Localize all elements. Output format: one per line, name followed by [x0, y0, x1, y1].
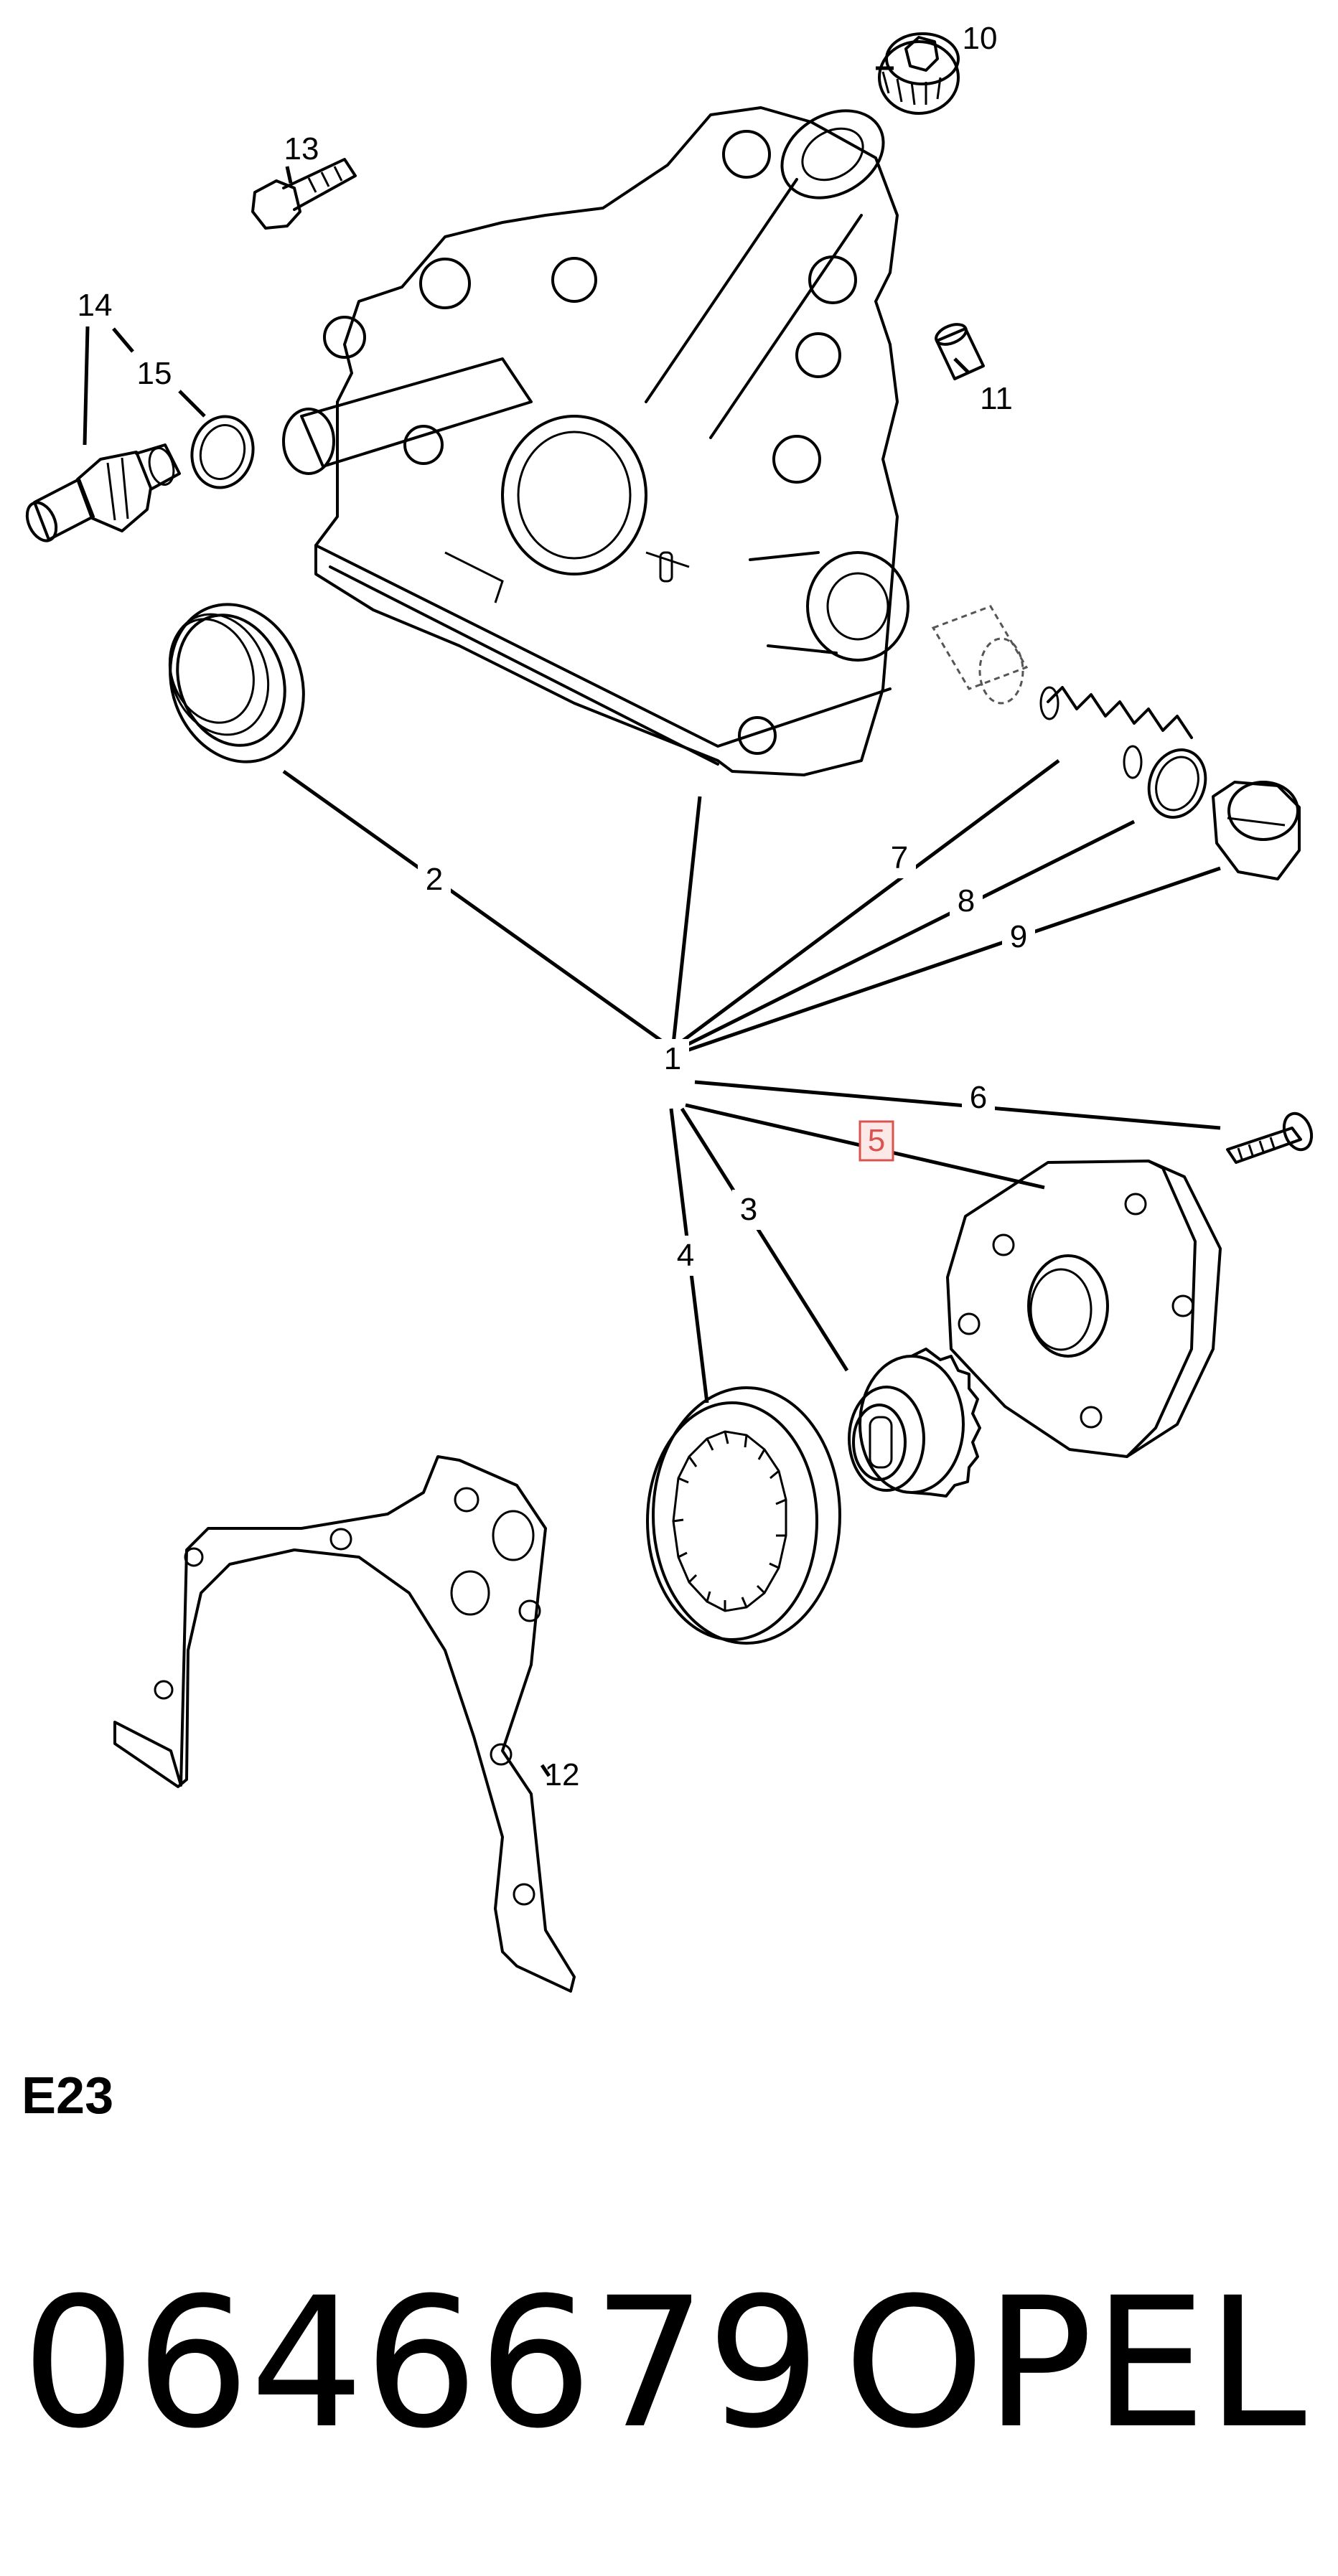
callout-3: 3 — [740, 1192, 757, 1227]
relief-valve-spring — [931, 605, 1193, 779]
callout-5-highlight — [859, 1120, 894, 1162]
part-number: 0646679 — [22, 2259, 820, 2468]
mounting-bolt — [251, 158, 357, 230]
callout-1: 1 — [664, 1041, 681, 1076]
callout-4: 4 — [677, 1238, 694, 1273]
inner-drive-gear — [848, 1348, 981, 1498]
outer-rotor-ring — [646, 1386, 841, 1645]
cover-screw — [1226, 1111, 1314, 1164]
callout-15: 15 — [137, 356, 172, 391]
brand-label: OPEL — [843, 2259, 1306, 2468]
oil-pump-housing — [282, 106, 909, 776]
oil-pressure-switch — [25, 443, 181, 542]
gallery-plug — [878, 32, 960, 115]
callout-6: 6 — [970, 1080, 987, 1115]
crankshaft-oil-seal — [168, 603, 305, 763]
switch-washer — [190, 415, 255, 489]
callout-8: 8 — [958, 883, 975, 918]
section-code: E23 — [22, 2067, 113, 2125]
callout-7: 7 — [891, 840, 908, 875]
callout-5: 5 — [868, 1123, 885, 1158]
dowel-pin — [935, 323, 985, 380]
callout-9: 9 — [1010, 919, 1027, 954]
callout-12: 12 — [545, 1757, 580, 1792]
callout-14: 14 — [78, 288, 113, 323]
callout-labels: 1 2 3 4 5 6 7 8 9 10 11 12 13 14 15 — [78, 21, 1035, 1792]
callout-2: 2 — [426, 862, 443, 897]
relief-valve-plug — [1212, 781, 1301, 880]
callout-13: 13 — [284, 131, 319, 166]
pump-gasket — [113, 1455, 576, 1993]
pump-cover-plate — [946, 1160, 1222, 1458]
sealing-washer — [1147, 748, 1207, 819]
callout-11: 11 — [980, 381, 1013, 416]
callout-10: 10 — [963, 21, 998, 56]
